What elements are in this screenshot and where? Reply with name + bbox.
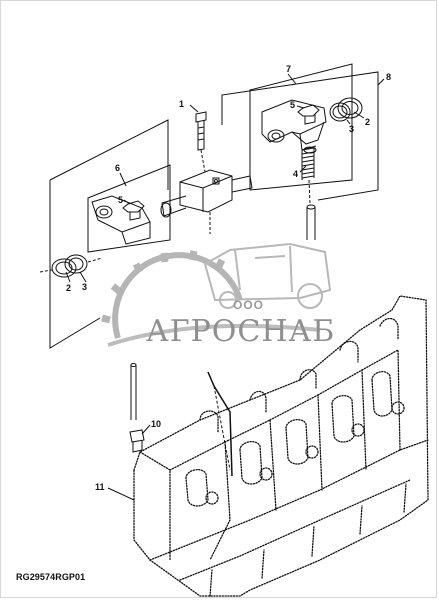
callout-4: 4 <box>293 169 299 179</box>
watermark-prefix: ООО <box>233 298 265 312</box>
callout-2-right: 2 <box>365 117 371 127</box>
callout-2-left: 2 <box>66 283 72 293</box>
part-5-adjusting-screw-left <box>122 200 145 221</box>
pushrod-left <box>130 363 137 420</box>
watermark-logo <box>101 250 243 339</box>
part-5-adjusting-screw-right <box>297 104 320 125</box>
watermark-tractor <box>203 242 332 309</box>
callout-10: 10 <box>151 419 162 429</box>
pushrod-dashed-guide <box>207 371 233 477</box>
callout-8: 8 <box>386 72 392 82</box>
part-10-bolt <box>129 429 145 453</box>
part-3-washer-right <box>329 102 351 122</box>
callout-7: 7 <box>286 64 292 74</box>
callout-1: 1 <box>179 99 185 109</box>
part-4-spring <box>301 147 315 180</box>
part-1-bolt <box>195 111 207 151</box>
watermark-swoosh <box>107 323 321 347</box>
part-6-rocker-arm-left <box>91 195 151 245</box>
part-11-cylinder-head <box>133 295 429 597</box>
watermark-name: АГРОСНАБ <box>146 314 336 349</box>
rocker-shaft-support <box>160 169 253 234</box>
pushrod-right <box>306 204 316 240</box>
group-6-inner-outline <box>87 164 171 253</box>
figure-id-label: RG29574RGP01 <box>16 572 86 582</box>
callout-6: 6 <box>115 163 121 173</box>
part-2-washer-left <box>51 258 77 278</box>
group-6-outline <box>49 119 169 349</box>
callout-5-right: 5 <box>290 100 296 110</box>
part-2-washer-right <box>337 97 363 119</box>
callout-5-left: 5 <box>118 195 124 205</box>
callout-3-left: 3 <box>82 282 88 292</box>
part-3-washer-left <box>64 254 88 274</box>
callout-11: 11 <box>95 482 105 492</box>
group-7-outline <box>249 63 353 191</box>
group-8-outline <box>221 71 379 201</box>
callout-3-right: 3 <box>349 124 355 134</box>
